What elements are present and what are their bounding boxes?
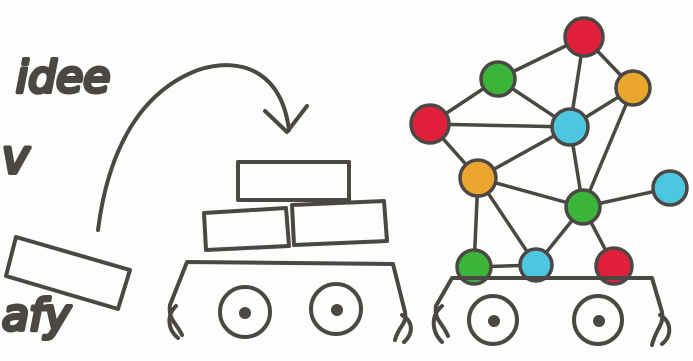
node-orange-upper (616, 71, 650, 105)
handwritten-word-bottom: afy (2, 290, 71, 341)
node-red-top (565, 18, 603, 56)
wheel-left-icon (220, 287, 270, 337)
block-bottom-left (204, 208, 289, 250)
wheel-right-truck-left-icon (469, 296, 517, 344)
block-top (238, 162, 349, 200)
handwritten-fragment-mid: v (2, 130, 30, 184)
node-green-center (566, 190, 600, 224)
wheel-right-icon (311, 284, 361, 334)
node-red-left (411, 105, 449, 143)
node-cyan-center (552, 109, 588, 145)
curved-arrow-icon (98, 65, 307, 230)
truck-with-blocks-icon (169, 162, 410, 342)
truck-with-network-icon (411, 18, 687, 345)
handwritten-word-top: idee (16, 52, 110, 103)
node-green-upper (481, 62, 515, 96)
wheel-right-truck-right-icon (574, 296, 622, 344)
node-cyan-right (653, 171, 687, 205)
truck-body (169, 262, 410, 342)
block-bottom-right (292, 201, 387, 245)
node-orange-left (460, 160, 496, 196)
